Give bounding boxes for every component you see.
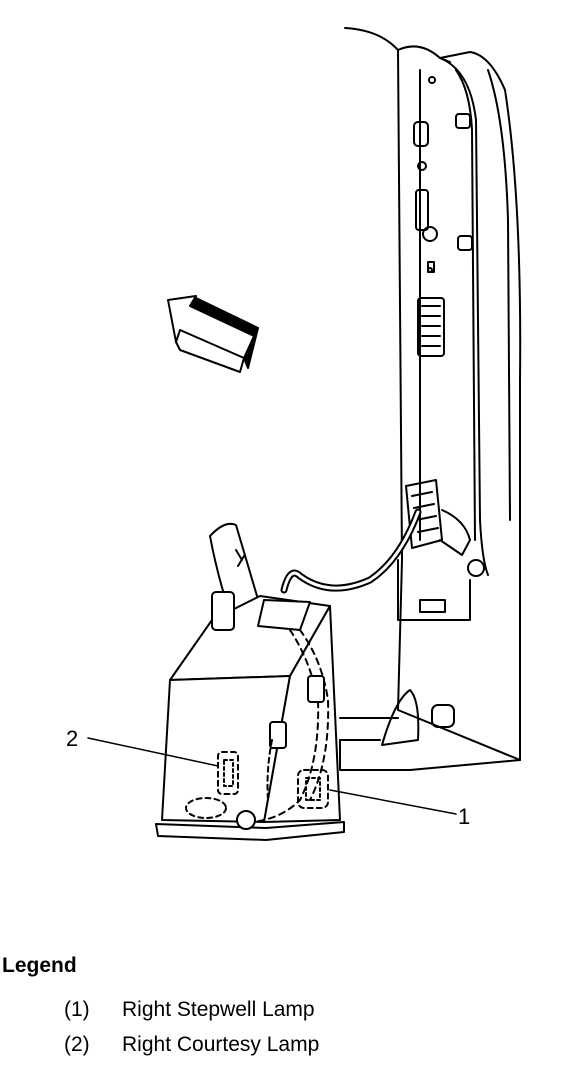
legend-item-number: (2) [64,1032,90,1056]
leader-line-1 [329,789,457,815]
legend-item: (2) Right Courtesy Lamp [2,1027,562,1062]
lamp-housing [155,522,345,841]
legend-item-number: (1) [64,997,90,1021]
leader-line-2 [87,737,219,767]
legend-item-label: Right Courtesy Lamp [122,1032,320,1056]
callout-1: 1 [458,804,471,829]
legend-item-label: Right Stepwell Lamp [122,997,315,1021]
legend-item: (1) Right Stepwell Lamp [2,992,562,1027]
legend-title: Legend [2,954,77,977]
direction-arrow-icon [167,295,259,373]
door-pillar [339,27,522,771]
wire-harness [280,508,422,594]
stepwell-lamp-diagram [87,27,522,841]
callout-2: 2 [66,726,79,751]
legend: Legend (1) Right Stepwell Lamp (2) Right… [2,954,562,1062]
